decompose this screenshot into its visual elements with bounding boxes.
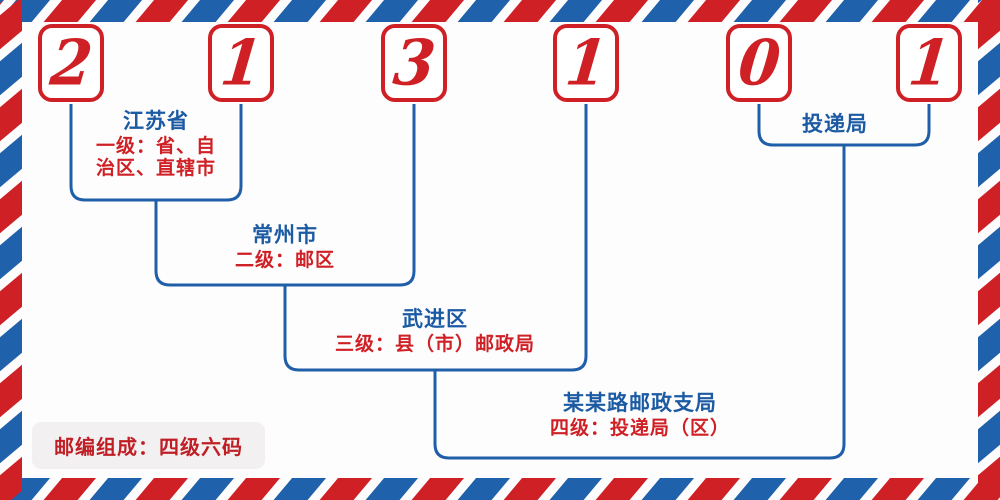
postal-digit-5: 0: [734, 26, 784, 100]
postal-digit-6: 1: [904, 26, 954, 100]
postal-digit-2: 1: [216, 26, 266, 100]
postal-digit-4: 1: [561, 26, 611, 100]
level-2-name: 常州市: [252, 223, 318, 247]
level-2-desc: 二级：邮区: [234, 249, 335, 271]
level-1-label: 江苏省 一级：省、自 治区、直辖市: [56, 109, 256, 181]
postal-digit-box-2: 1: [208, 24, 274, 102]
postal-digit-1: 2: [46, 26, 96, 100]
legend-badge: 邮编组成：四级六码: [32, 422, 265, 469]
level-1-desc-line1: 一级：省、自: [95, 135, 216, 157]
postal-digit-box-5: 0: [726, 24, 792, 102]
level-4-name: 某某路邮政支局: [563, 391, 717, 415]
postal-digit-box-4: 1: [553, 24, 619, 102]
level-4-desc: 四级：投递局（区）: [549, 417, 730, 439]
level-1-desc-line2: 治区、直辖市: [95, 158, 216, 180]
level-3-name: 武进区: [402, 307, 468, 331]
postal-digit-box-1: 2: [38, 24, 104, 102]
postal-digit-box-6: 1: [896, 24, 962, 102]
postal-digit-3: 3: [389, 26, 439, 100]
postal-digit-box-3: 3: [381, 24, 447, 102]
level-3-label: 武进区 三级：县（市）邮政局: [305, 307, 565, 355]
level-2-label: 常州市 二级：邮区: [185, 223, 385, 271]
level-4-label: 某某路邮政支局 四级：投递局（区）: [505, 391, 775, 439]
level-3-desc: 三级：县（市）邮政局: [334, 333, 535, 355]
level-1-name: 江苏省: [123, 109, 189, 133]
delivery-office-label: 投递局: [802, 112, 868, 136]
